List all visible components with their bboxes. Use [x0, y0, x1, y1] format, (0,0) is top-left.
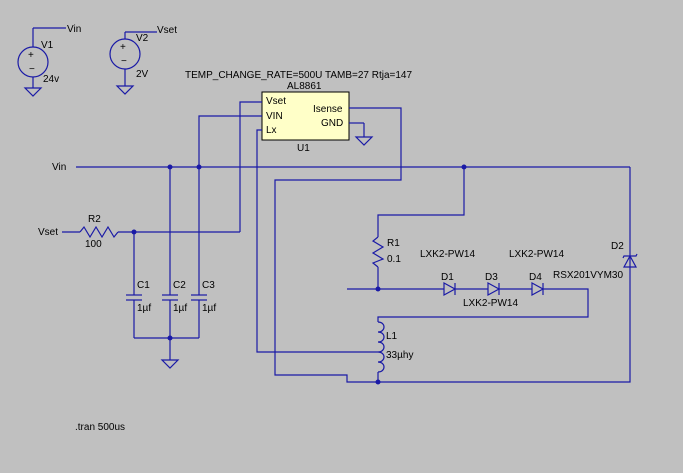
d4-value: LXK2-PW14 [509, 249, 564, 260]
ic-pin-vin: VIN [266, 111, 283, 122]
ic-pin-lx: Lx [266, 125, 277, 136]
c2-value: 1µf [173, 303, 187, 314]
ic-u1[interactable] [261, 91, 350, 141]
v2-ground-icon [115, 85, 135, 95]
l1-value: 33µhy [386, 350, 413, 361]
v1-source[interactable]: + − [17, 27, 66, 97]
d3-ref: D3 [485, 272, 498, 283]
d1-led[interactable] [443, 281, 457, 297]
ic-ground-icon [354, 136, 374, 146]
d4-ref: D4 [529, 272, 542, 283]
v1-ref: V1 [41, 40, 54, 51]
c1-value: 1µf [137, 303, 151, 314]
v2-plus-icon: + [120, 42, 126, 53]
d2-value: RSX201VYM30 [553, 270, 623, 281]
v1-value: 24v [43, 74, 59, 85]
d4-led[interactable] [531, 281, 545, 297]
vin-net-label: Vin [52, 162, 66, 173]
c2-capacitor[interactable] [162, 294, 178, 301]
r2-value: 100 [85, 239, 102, 250]
l1-ref: L1 [386, 331, 398, 342]
c3-capacitor[interactable] [191, 294, 207, 301]
vset-net-label: Vset [38, 227, 58, 238]
r2-resistor[interactable] [79, 225, 119, 239]
v2-ref: V2 [136, 33, 149, 44]
d3-value: LXK2-PW14 [463, 298, 518, 309]
ic-pin-vset: Vset [266, 96, 286, 107]
r1-resistor[interactable] [371, 236, 385, 268]
sim-command[interactable]: .tran 500us [75, 422, 125, 433]
v2-value: 2V [136, 69, 149, 80]
c3-ref: C3 [202, 280, 215, 291]
d2-ref: D2 [611, 241, 624, 252]
ic-pin-gnd: GND [321, 118, 343, 129]
v1-ground-icon [23, 87, 43, 97]
v1-plus-icon: + [28, 50, 34, 61]
v2-minus-icon: − [121, 56, 127, 67]
l1-inductor[interactable] [377, 321, 385, 373]
ic-part-label: AL8861 [287, 81, 322, 92]
ic-ref-label: U1 [297, 143, 310, 154]
r1-ref: R1 [387, 238, 400, 249]
v1-minus-icon: − [29, 64, 35, 75]
v2-source[interactable]: + − [109, 31, 157, 95]
c1-ref: C1 [137, 280, 150, 291]
v2-net-label: Vset [157, 25, 177, 36]
cap-ground-icon [160, 359, 180, 369]
d3-led[interactable] [487, 281, 501, 297]
c1-capacitor[interactable] [126, 294, 142, 301]
r2-ref: R2 [88, 214, 101, 225]
d1-value: LXK2-PW14 [420, 249, 475, 260]
d2-diode[interactable] [622, 253, 638, 268]
ic-pin-isense: Isense [313, 104, 343, 115]
c2-ref: C2 [173, 280, 186, 291]
spice-directive[interactable]: TEMP_CHANGE_RATE=500U TAMB=27 Rtja=147 [185, 70, 412, 81]
v1-net-label: Vin [67, 24, 81, 35]
d1-ref: D1 [441, 272, 454, 283]
r1-value: 0.1 [387, 254, 401, 265]
c3-value: 1µf [202, 303, 216, 314]
